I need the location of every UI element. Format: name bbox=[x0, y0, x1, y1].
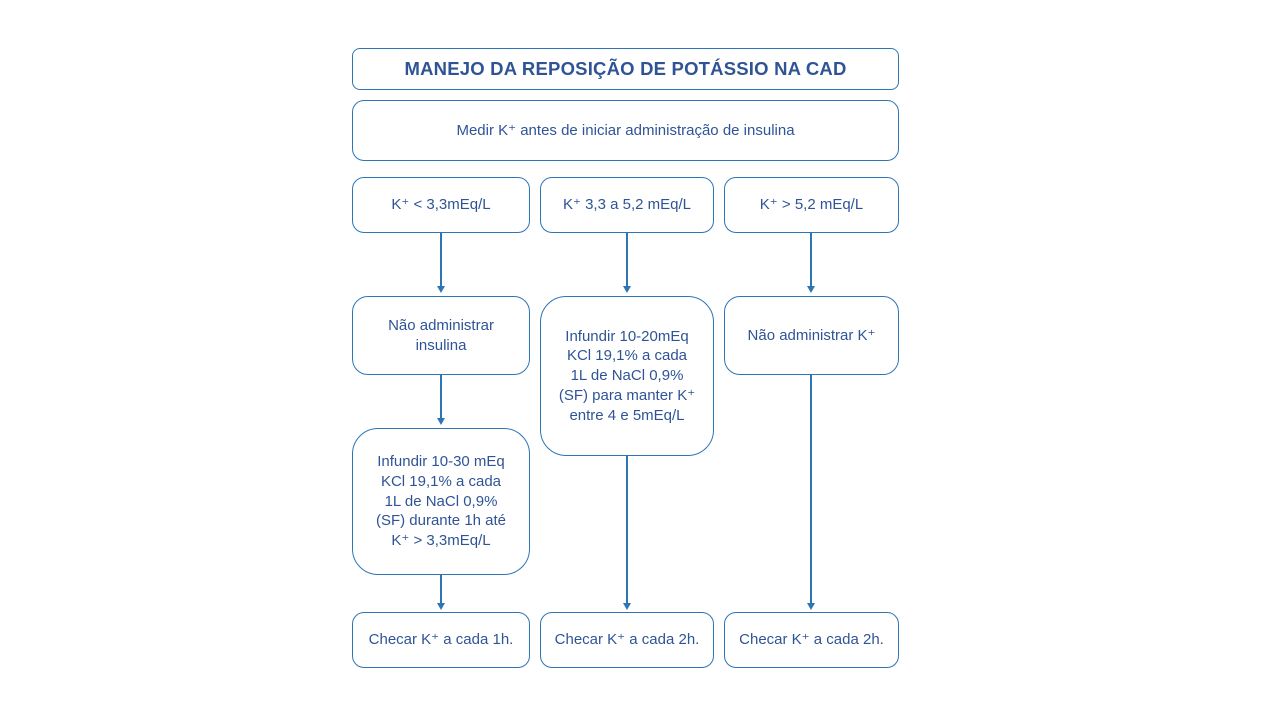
condition-mid-text: K⁺ 3,3 a 5,2 mEq/L bbox=[563, 196, 691, 214]
arrow-line bbox=[626, 233, 628, 286]
arrow-line bbox=[440, 575, 442, 603]
mid-step1-text: Infundir 10-20mEq KCl 19,1% a cada 1L de… bbox=[558, 327, 696, 424]
check-low-text: Checar K⁺ a cada 1h. bbox=[368, 631, 514, 649]
condition-high-text: K⁺ > 5,2 mEq/L bbox=[759, 196, 864, 214]
check-mid-text: Checar K⁺ a cada 2h. bbox=[554, 631, 700, 649]
low-step1-box: Não administrar insulina bbox=[352, 296, 530, 375]
high-step1-box: Não administrar K⁺ bbox=[724, 296, 899, 375]
arrow-mid-condition-to-step1 bbox=[622, 233, 632, 293]
arrow-head-icon bbox=[437, 286, 445, 293]
arrow-low-step2-to-check bbox=[436, 575, 446, 610]
arrow-high-step1-to-check bbox=[806, 375, 816, 610]
check-low-box: Checar K⁺ a cada 1h. bbox=[352, 612, 530, 668]
arrow-line bbox=[626, 456, 628, 603]
arrow-head-icon bbox=[623, 603, 631, 610]
arrow-line bbox=[810, 375, 812, 603]
arrow-head-icon bbox=[623, 286, 631, 293]
arrow-mid-step1-to-check bbox=[622, 456, 632, 610]
check-high-box: Checar K⁺ a cada 2h. bbox=[724, 612, 899, 668]
arrow-line bbox=[440, 233, 442, 286]
mid-step1-box: Infundir 10-20mEq KCl 19,1% a cada 1L de… bbox=[540, 296, 714, 456]
arrow-low-step1-to-step2 bbox=[436, 375, 446, 425]
measure-step-box: Medir K⁺ antes de iniciar administração … bbox=[352, 100, 899, 161]
condition-mid-box: K⁺ 3,3 a 5,2 mEq/L bbox=[540, 177, 714, 233]
low-step2-box: Infundir 10-30 mEq KCl 19,1% a cada 1L d… bbox=[352, 428, 530, 575]
page-title: MANEJO DA REPOSIÇÃO DE POTÁSSIO NA CAD bbox=[404, 57, 847, 79]
arrow-line bbox=[440, 375, 442, 418]
low-step1-text: Não administrar insulina bbox=[388, 316, 494, 354]
condition-low-text: K⁺ < 3,3mEq/L bbox=[391, 196, 491, 214]
arrow-head-icon bbox=[807, 286, 815, 293]
measure-step-text: Medir K⁺ antes de iniciar administração … bbox=[456, 121, 795, 139]
condition-high-box: K⁺ > 5,2 mEq/L bbox=[724, 177, 899, 233]
arrow-high-condition-to-step1 bbox=[806, 233, 816, 293]
arrow-low-condition-to-step1 bbox=[436, 233, 446, 293]
arrow-head-icon bbox=[807, 603, 815, 610]
arrow-line bbox=[810, 233, 812, 286]
high-step1-text: Não administrar K⁺ bbox=[747, 326, 876, 344]
arrow-head-icon bbox=[437, 603, 445, 610]
title-box: MANEJO DA REPOSIÇÃO DE POTÁSSIO NA CAD bbox=[352, 48, 899, 90]
condition-low-box: K⁺ < 3,3mEq/L bbox=[352, 177, 530, 233]
arrow-head-icon bbox=[437, 418, 445, 425]
low-step2-text: Infundir 10-30 mEq KCl 19,1% a cada 1L d… bbox=[375, 453, 507, 550]
check-high-text: Checar K⁺ a cada 2h. bbox=[739, 631, 884, 649]
check-mid-box: Checar K⁺ a cada 2h. bbox=[540, 612, 714, 668]
